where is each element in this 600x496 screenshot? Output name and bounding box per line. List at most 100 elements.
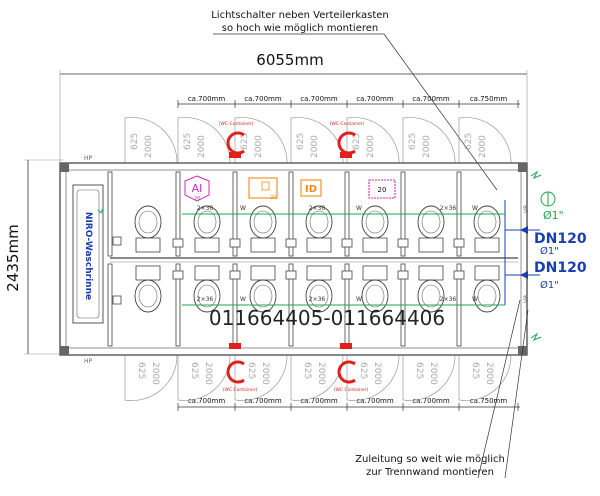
door-text: 2000: [316, 362, 326, 385]
door-text: 2000: [484, 362, 494, 385]
green-flow-mark-bottom: [530, 332, 542, 341]
partition-post: [285, 270, 297, 280]
row-w-bottom: W: [240, 296, 246, 303]
sign-box-orange-num: 20: [270, 195, 276, 201]
door-swing-top: 625 2000: [234, 117, 288, 164]
door-text: 625: [136, 362, 146, 379]
door-text: 625: [464, 133, 474, 150]
door-text: 2000: [197, 135, 207, 158]
door-text: 2000: [254, 135, 264, 158]
row-dim-bottom: 2×36: [309, 296, 326, 303]
red-note-bottom-1: (WC Container): [223, 387, 258, 393]
partition-post: [229, 238, 241, 248]
dim-bottom-label: ca.750mm: [470, 397, 508, 405]
side-label-vp-top: VP: [523, 205, 530, 213]
door-text: 625: [240, 133, 250, 150]
dim-top-label: ca.750mm: [470, 95, 508, 103]
door-swing-bottom: 625 2000: [458, 354, 512, 401]
row-w-top: W: [240, 205, 246, 212]
dim-top-label: ca.700mm: [412, 95, 450, 103]
sign-id-box: [300, 179, 322, 197]
door-text: 2000: [428, 362, 438, 385]
door-text: 2000: [366, 135, 376, 158]
sink-basin-inner: [76, 189, 100, 319]
partition-post: [172, 238, 184, 248]
sign-ai-text: AI: [192, 182, 203, 195]
corner-block-tr: [518, 163, 527, 172]
row-dim-bottom: 2×36: [197, 296, 214, 303]
door-text: 625: [414, 362, 424, 379]
toilet-icon: [193, 205, 221, 253]
pipe-arrow-bottom: [520, 271, 528, 279]
pipe-label-top-right: Ø1": [543, 209, 564, 222]
door-text: 625: [302, 362, 312, 379]
dn-top: DN120: [534, 231, 587, 247]
side-label-hp-bottom: HP: [84, 358, 93, 365]
partition-post: [229, 270, 241, 280]
door-swing-top: 625 2000: [124, 117, 178, 164]
sign-ai-num: 20: [194, 196, 200, 202]
door-text: 625: [470, 362, 480, 379]
door-swing-top: 625 2000: [346, 117, 400, 164]
sink-basin: [72, 184, 104, 324]
toilet-icon: [305, 265, 333, 313]
door-text: 2000: [372, 362, 382, 385]
partition-wall-bottom: [175, 263, 181, 347]
row-w-bottom: W: [472, 296, 478, 303]
side-label-vp-bottom: VP: [523, 295, 530, 303]
partition-wall-top: [107, 171, 113, 257]
green-fitting-left: [97, 207, 104, 214]
door-text: 2000: [144, 135, 154, 158]
door-text: 625: [183, 133, 193, 150]
sign-ai-hexagon: [184, 175, 210, 202]
door-text: 2000: [203, 362, 213, 385]
door-text: 625: [408, 133, 418, 150]
toilet-icon: [473, 205, 501, 253]
dim-bottom-label: ca.700mm: [412, 397, 450, 405]
row-dim-top: 2×36: [309, 205, 326, 212]
row-dim-top: 2×36: [197, 205, 214, 212]
note-top-line1: Lichtschalter neben Verteilerkasten: [211, 10, 389, 21]
dim-top-label: ca.700mm: [300, 95, 338, 103]
dn-bottom-sub: Ø1": [540, 279, 559, 291]
note-bottom-leader: [477, 299, 529, 479]
pipe-arrow-top: [520, 226, 528, 234]
partition-wall-top: [175, 171, 181, 257]
partition-post: [341, 270, 353, 280]
dim-bottom-label: ca.700mm: [300, 397, 338, 405]
partition-wall-bottom: [107, 263, 113, 347]
partition-post: [172, 270, 184, 280]
note-top-leader-a: [383, 33, 498, 191]
red-symbol-top-1: (WC-Container): [219, 121, 254, 158]
door-text: 625: [296, 133, 306, 150]
door-text: 2000: [310, 135, 320, 158]
row-w-top: W: [356, 205, 362, 212]
red-symbol-top-2: (WC-Container): [330, 121, 365, 158]
row-w-top: W: [472, 205, 478, 212]
door-text: 625: [130, 133, 140, 150]
dim-total-length: 6055mm: [256, 51, 323, 69]
corner-block-bl: [60, 346, 69, 355]
partition-post: [397, 238, 409, 248]
red-symbol-bottom-1: (WC Container): [223, 343, 258, 393]
door-text: 2000: [478, 135, 488, 158]
note-bottom-line1: Zuleitung so weit wie möglich: [355, 454, 505, 465]
side-label-hp-top: HP: [84, 155, 93, 162]
toilet-icon: [417, 265, 445, 313]
sign-box-orange: [248, 177, 278, 199]
red-note-top-2: (WC-Container): [330, 121, 365, 127]
row-w-bottom: W: [356, 296, 362, 303]
sign-id-text: ID: [305, 184, 317, 195]
toilet-icon: [134, 265, 162, 313]
note-top-line2: so hoch wie möglich montieren: [222, 23, 378, 34]
door-text: 2000: [260, 362, 270, 385]
door-text: 2000: [422, 135, 432, 158]
door-swing-top: 625 2000: [458, 117, 512, 164]
partition-post: [453, 238, 465, 248]
dim-total-width: 2435mm: [4, 224, 22, 291]
door-text: 625: [352, 133, 362, 150]
toilet-icon: [361, 265, 389, 313]
